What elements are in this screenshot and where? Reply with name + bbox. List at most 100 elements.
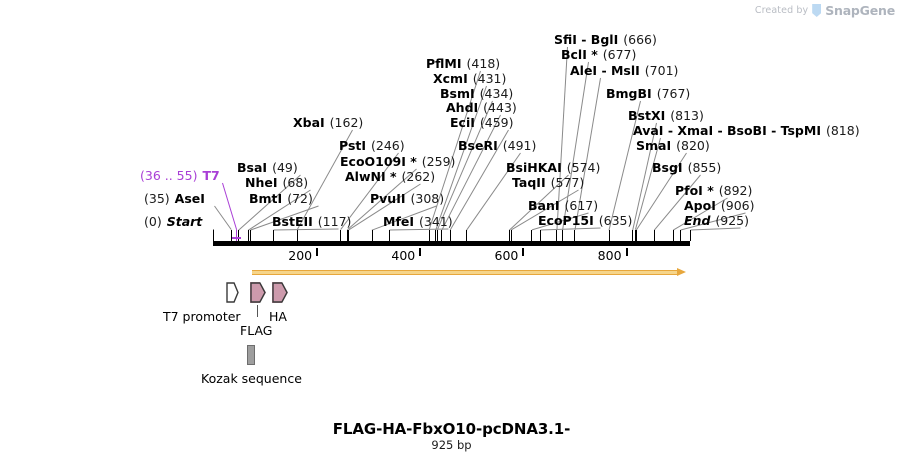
restriction-tick-bcli xyxy=(562,230,564,241)
enzyme-label-bsai: BsaI (49) xyxy=(237,160,298,175)
enzyme-name-bsteii: BstEII xyxy=(272,214,313,229)
feature-arrow-outline xyxy=(272,282,288,303)
feature-arrow-outline xyxy=(226,282,239,303)
ruler-tick-200 xyxy=(316,248,319,256)
enzyme-label-pfoi: PfoI * (892) xyxy=(675,184,752,198)
enzyme-name-ecop15i: EcoP15I xyxy=(538,213,594,228)
enzyme-label-xbai: XbaI (162) xyxy=(293,116,363,130)
enzyme-label-mfei: MfeI (341) xyxy=(383,215,453,229)
enzyme-pos-bsai: (49) xyxy=(272,160,298,175)
restriction-tick-bseri xyxy=(466,230,468,241)
enzyme-name-ahdi: AhdI xyxy=(446,100,479,115)
restriction-tick-ecop15i xyxy=(540,230,542,241)
restriction-tick-ahdi xyxy=(441,230,443,241)
leader-line xyxy=(441,114,501,231)
restriction-tick-ecii xyxy=(449,230,451,241)
restriction-tick-apoi xyxy=(680,230,682,241)
enzyme-pos-xcmi: (431) xyxy=(472,71,507,86)
restriction-tick-alwni xyxy=(348,230,350,241)
restriction-tick-bsgi xyxy=(653,230,655,241)
enzyme-pos-smai: (820) xyxy=(676,138,710,153)
enzyme-label-bstxi: BstXI (813) xyxy=(628,108,704,123)
enzyme-pos-bani: (617) xyxy=(564,198,599,213)
enzyme-name-end: End xyxy=(684,213,711,228)
enzyme-label-ecii: EciI (459) xyxy=(450,116,514,130)
enzyme-label-end: End (925) xyxy=(684,213,750,228)
enzyme-label-ecop15i: EcoP15I (635) xyxy=(538,213,632,228)
restriction-tick-ecoo109i xyxy=(346,230,348,241)
enzyme-name-psti: PstI xyxy=(339,138,367,153)
enzyme-pos-bsgi: (855) xyxy=(687,160,722,175)
feature-arrow-t7_promoter xyxy=(226,282,239,303)
restriction-tick-pfoi xyxy=(672,230,674,241)
enzyme-pos-bsmi: (434) xyxy=(479,86,514,101)
restriction-tick-alei_msli xyxy=(574,230,576,241)
enzyme-label-bsihkai: BsiHKAI (574) xyxy=(506,160,601,175)
enzyme-label-psti: PstI (246) xyxy=(339,138,405,153)
enzyme-name-nhei: NheI xyxy=(245,175,278,190)
ruler-label-400: 400 xyxy=(391,248,416,263)
kozak-sequence-box xyxy=(247,345,255,365)
enzyme-name-xcmi: XcmI xyxy=(433,71,468,86)
enzyme-pos-end: (925) xyxy=(715,213,750,228)
enzyme-label-bmti: BmtI (72) xyxy=(249,192,313,206)
enzyme-label-bani: BanI (617) xyxy=(528,198,599,213)
enzyme-pos-pvuii: (308) xyxy=(410,191,445,206)
enzyme-pos-t7: (36 .. 55) xyxy=(140,168,198,183)
snapgene-shield-icon xyxy=(812,4,821,17)
enzyme-name-pvuii: PvuII xyxy=(370,191,406,206)
enzyme-name-bmgbi: BmgBI xyxy=(606,86,652,101)
orf-arrow-bar xyxy=(252,270,677,275)
enzyme-name-ecoo109i: EcoO109I * xyxy=(340,154,417,169)
restriction-tick-xcmi xyxy=(435,230,437,241)
restriction-tick-nhei xyxy=(248,230,250,241)
restriction-tick-xbai xyxy=(296,230,298,241)
leader-line xyxy=(213,229,214,230)
enzyme-label-taqii: TaqII (577) xyxy=(512,175,585,190)
enzyme-label-ecoo109i: EcoO109I * (259) xyxy=(340,154,455,169)
feature-arrow-flag xyxy=(250,282,266,303)
enzyme-label-bmgbi: BmgBI (767) xyxy=(606,86,691,101)
enzyme-pos-bseri: (491) xyxy=(502,138,537,153)
enzyme-name-avai_grp: AvaI - XmaI - BsoBI - TspMI xyxy=(633,123,821,138)
restriction-tick-smai xyxy=(635,230,637,241)
enzyme-name-bsgi: BsgI xyxy=(652,160,683,175)
enzyme-name-bstxi: BstXI xyxy=(628,108,666,123)
enzyme-label-nhei: NheI (68) xyxy=(245,175,309,190)
plasmid-length: 925 bp xyxy=(431,438,472,452)
enzyme-label-xcmi: XcmI (431) xyxy=(433,71,507,86)
restriction-tick-bmti xyxy=(250,230,252,241)
enzyme-label-t7: (36 .. 55) T7 xyxy=(140,168,220,183)
enzyme-label-bsteii: BstEII (117) xyxy=(272,214,351,229)
leader-line xyxy=(222,182,238,231)
ruler-tick-600 xyxy=(522,248,525,256)
enzyme-name-bcli: BclI * xyxy=(561,47,598,62)
enzyme-pos-start: (0) xyxy=(144,214,162,229)
enzyme-label-smai: SmaI (820) xyxy=(636,138,710,153)
restriction-tick-pvuii xyxy=(371,230,373,241)
enzyme-name-bsmi: BsmI xyxy=(440,86,475,101)
enzyme-pos-psti: (246) xyxy=(371,138,405,153)
restriction-tick-mfei xyxy=(388,230,390,241)
restriction-tick-bani xyxy=(531,230,533,241)
enzyme-pos-alwni: (262) xyxy=(401,169,436,184)
restriction-tick-start xyxy=(213,230,214,241)
enzyme-name-bani: BanI xyxy=(528,198,560,213)
ruler-label-600: 600 xyxy=(494,248,519,263)
restriction-tick-bsai xyxy=(238,230,240,241)
restriction-tick-avai_grp xyxy=(634,230,636,241)
restriction-tick-end xyxy=(690,230,691,241)
enzyme-pos-taqii: (577) xyxy=(550,175,585,190)
plasmid-backbone xyxy=(213,241,690,246)
restriction-tick-pflmi xyxy=(428,230,430,241)
enzyme-pos-nhei: (68) xyxy=(282,175,309,190)
kozak-sequence-label: Kozak sequence xyxy=(201,371,302,386)
enzyme-label-pvuii: PvuII (308) xyxy=(370,191,445,206)
feature-leader-line xyxy=(257,305,258,317)
enzyme-pos-bmgbi: (767) xyxy=(656,86,691,101)
ruler-tick-800 xyxy=(625,248,628,256)
restriction-tick-bsmi xyxy=(436,230,438,241)
enzyme-pos-bsihkai: (574) xyxy=(566,160,601,175)
feature-label-t7_promoter: T7 promoter xyxy=(163,309,241,324)
